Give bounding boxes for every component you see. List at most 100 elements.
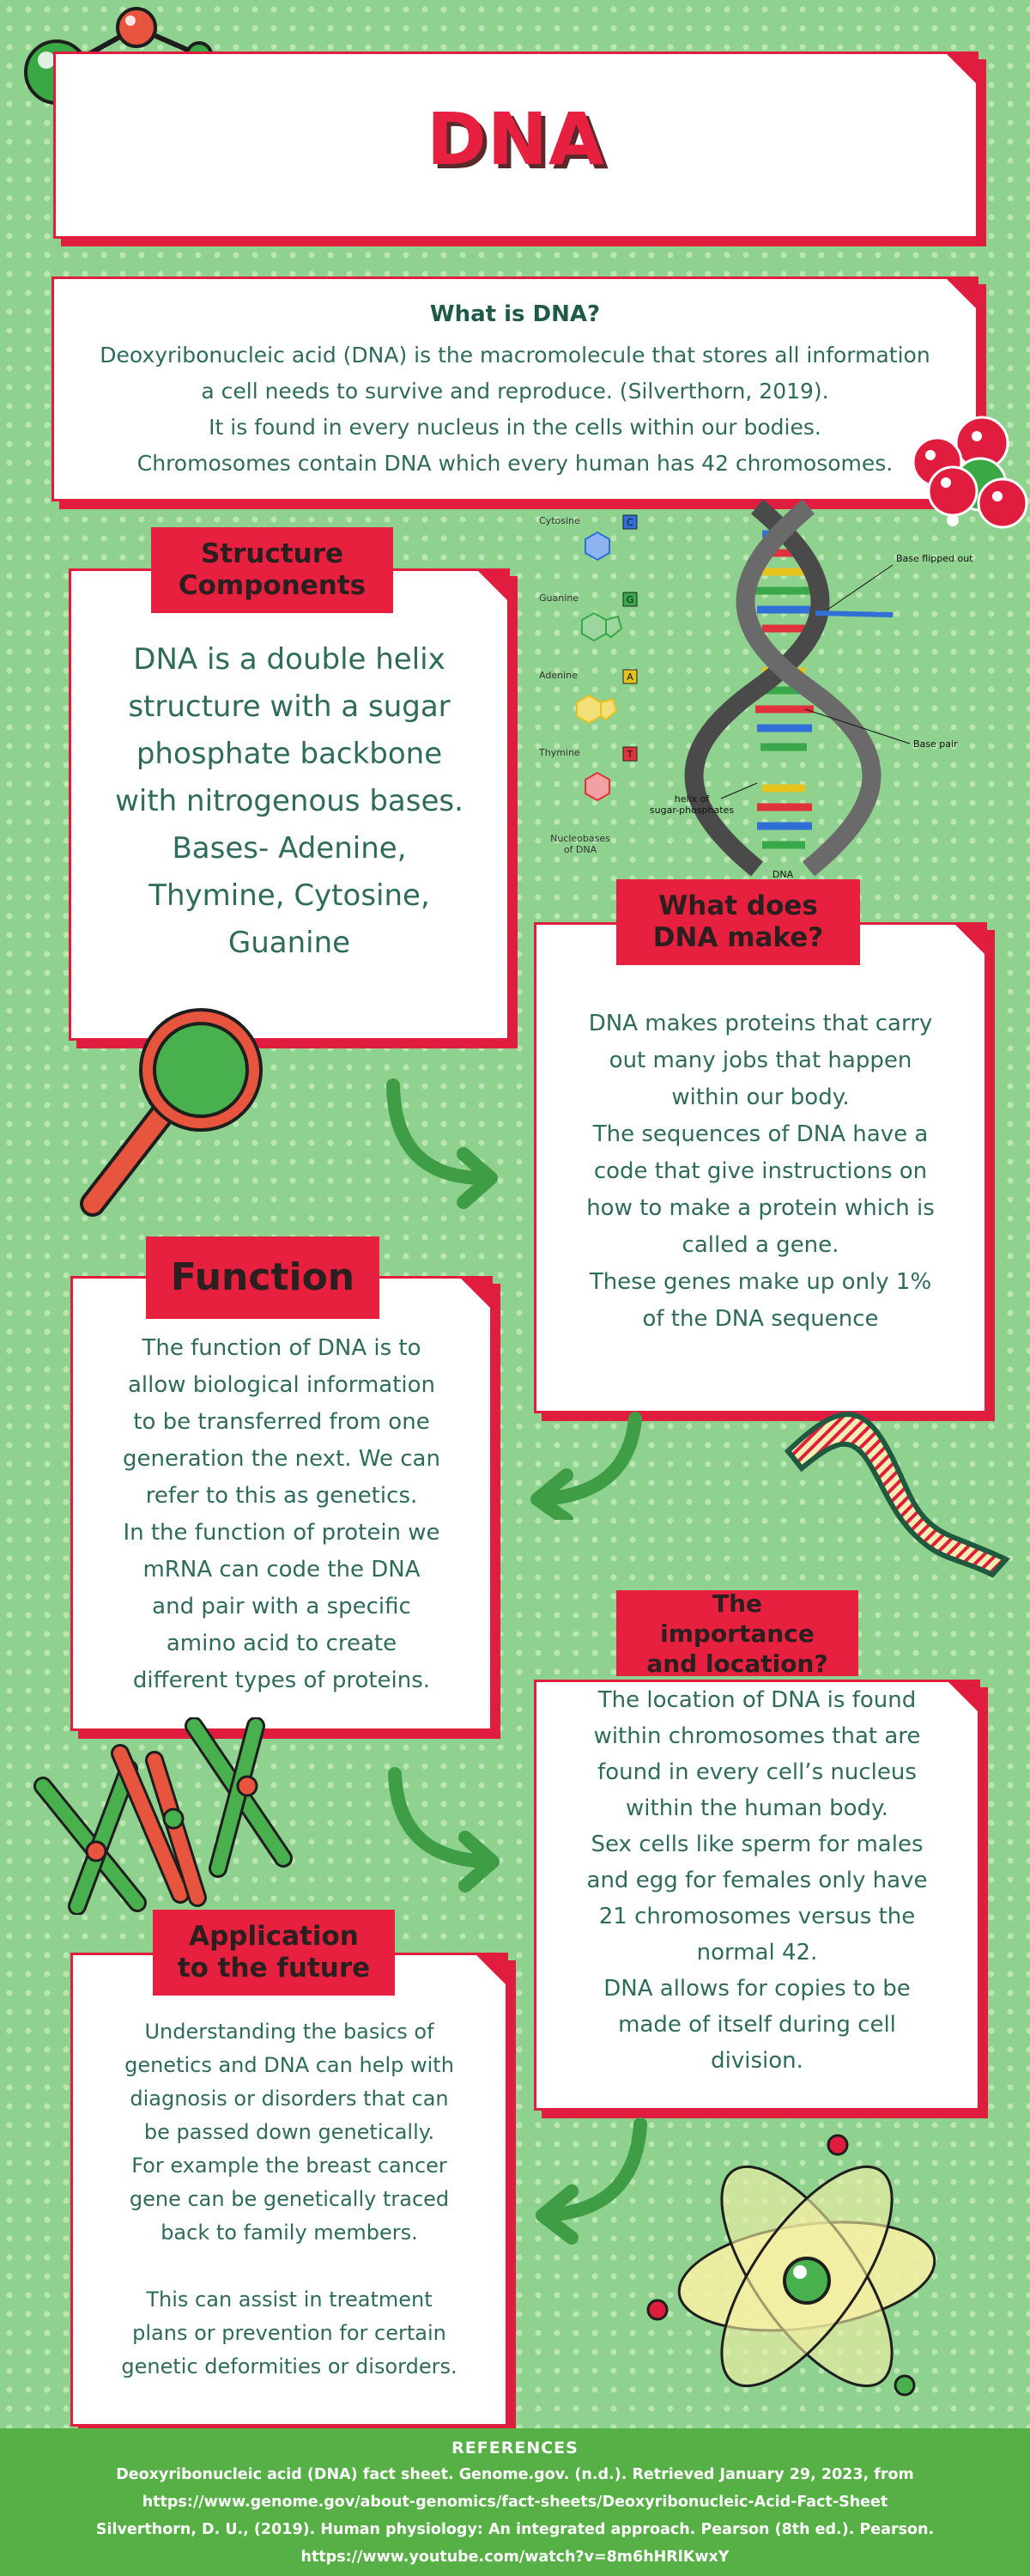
make-line: The sequences of DNA have a [592, 1121, 929, 1147]
function-line: and pair with a specific [152, 1594, 411, 1619]
application-line: genetic deformities or disorders. [121, 2354, 457, 2379]
intro-line: a cell needs to survive and reproduce. (… [201, 379, 829, 404]
application-line: genetics and DNA can help with [124, 2053, 454, 2077]
double-helix [684, 500, 894, 877]
base-label-thymine: Thymine [538, 747, 580, 758]
application-line: be passed down genetically. [143, 2120, 435, 2144]
make-line: These genes make up only 1% [589, 1269, 932, 1295]
base-letter: G [627, 594, 634, 605]
application-tag-line: Application [189, 1920, 359, 1952]
function-line: amino acid to create [166, 1631, 397, 1656]
nucleobases-label: Nucleobases [550, 833, 610, 844]
intro-line: It is found in every nucleus in the cell… [209, 415, 821, 440]
corner-fold [458, 1276, 493, 1310]
structure-line: structure with a sugar [128, 690, 451, 724]
corner-fold [953, 922, 987, 957]
make-line: called a gene. [682, 1232, 839, 1258]
function-line: In the function of protein we [123, 1520, 440, 1546]
intro-text: Deoxyribonucleic acid (DNA) is the macro… [63, 337, 967, 482]
reference-line: Deoxyribonucleic acid (DNA) fact sheet. … [116, 2466, 914, 2483]
make-line: of the DNA sequence [642, 1306, 879, 1332]
base-label-cytosine: Cytosine [539, 515, 580, 526]
corner-fold [944, 276, 978, 311]
base-letter: C [627, 517, 633, 528]
application-tag-line: to the future [177, 1953, 371, 1984]
function-line: allow biological information [127, 1372, 436, 1398]
page-title: DNA [426, 97, 606, 181]
importance-tag-line: importance [660, 1619, 815, 1648]
importance-line: normal 42. [696, 1940, 818, 1965]
helix-label: helix of [675, 793, 711, 805]
corner-fold [476, 568, 510, 603]
function-text: The function of DNA is to allow biologic… [78, 1330, 485, 1699]
base-letter: T [627, 749, 633, 760]
dna-diagram: Cytosine C Guanine G Adenine A Thymine T… [538, 500, 973, 878]
make-line: within our body. [671, 1084, 850, 1110]
arrow-right-icon [386, 1078, 498, 1209]
application-line: Understanding the basics of [144, 2020, 434, 2044]
importance-line: 21 chromosomes versus the [598, 1904, 916, 1929]
importance-line: DNA allows for copies to be [603, 1976, 911, 2002]
importance-line: within the human body. [626, 1795, 888, 1821]
structure-line: Bases- Adenine, [172, 831, 407, 866]
structure-line: with nitrogenous bases. [115, 784, 464, 818]
importance-line: division. [711, 2048, 803, 2074]
intro-heading: What is DNA? [429, 301, 601, 327]
importance-line: found in every cell’s nucleus [597, 1759, 917, 1785]
structure-card: DNA is a double helix structure with a s… [69, 568, 510, 1041]
function-line: mRNA can code the DNA [142, 1557, 421, 1583]
references-heading: REFERENCES [451, 2439, 579, 2458]
importance-tag-line: The [712, 1589, 763, 1618]
application-line: plans or prevention for certain [132, 2321, 446, 2345]
make-card: DNA makes proteins that carry out many j… [534, 922, 987, 1413]
dna-strand-icon [784, 1412, 1010, 1578]
make-line: code that give instructions on [593, 1158, 928, 1184]
structure-line: Guanine [227, 926, 351, 960]
make-tag-line: What does [658, 890, 818, 921]
chromosome-icon [33, 1717, 293, 1915]
helix-label: sugar-phosphates [650, 805, 734, 816]
title-card: DNA [53, 52, 978, 239]
base-label-guanine: Guanine [539, 592, 579, 604]
importance-card: The location of DNA is found within chro… [534, 1680, 980, 2111]
base-pair-label: Base pair [913, 738, 958, 750]
importance-line: The location of DNA is found [597, 1687, 917, 1713]
function-line: The function of DNA is to [142, 1335, 421, 1361]
atom-icon [646, 2134, 936, 2397]
intro-line: Chromosomes contain DNA which every huma… [136, 451, 894, 476]
application-line: back to family members. [161, 2221, 418, 2245]
application-line: For example the breast cancer [131, 2154, 447, 2178]
application-tag: Application to the future [153, 1910, 395, 1996]
corner-fold [946, 1680, 980, 1714]
reference-line: Silverthorn, D. U., (2019). Human physio… [95, 2521, 935, 2538]
application-card: Understanding the basics of genetics and… [70, 1953, 508, 2427]
base-letter: A [627, 671, 633, 683]
function-line: generation the next. We can [123, 1446, 440, 1472]
structure-tag-line: Components [178, 570, 367, 601]
reference-line: https://www.genome.gov/about-genomics/fa… [142, 2494, 888, 2511]
make-tag-line: DNA make? [652, 922, 824, 953]
structure-line: DNA is a double helix [133, 642, 445, 677]
make-line: DNA makes proteins that carry [588, 1011, 933, 1036]
structure-line: phosphate backbone [136, 737, 443, 771]
arrow-left-icon [536, 2117, 647, 2245]
importance-text: The location of DNA is found within chro… [542, 1682, 972, 2079]
function-line: different types of proteins. [132, 1668, 431, 1693]
application-text: Understanding the basics of genetics and… [78, 2015, 500, 2384]
arrow-right-icon [388, 1767, 500, 1893]
corner-fold [474, 1953, 508, 1987]
importance-line: made of itself during cell [618, 2012, 896, 2038]
application-line: gene can be genetically traced [129, 2187, 450, 2211]
arrow-left-icon [530, 1412, 642, 1520]
application-line: diagnosis or disorders that can [130, 2087, 449, 2111]
base-label-adenine: Adenine [539, 670, 578, 681]
structure-tag-line: Structure [200, 538, 344, 569]
function-line: to be transferred from one [133, 1409, 430, 1435]
corner-fold [944, 52, 978, 86]
intro-line: Deoxyribonucleic acid (DNA) is the macro… [100, 343, 930, 368]
make-tag: What does DNA make? [616, 879, 860, 965]
function-line: refer to this as genetics. [145, 1483, 418, 1509]
cell-cluster-icon [912, 416, 1028, 529]
nucleobases-label: of DNA [564, 844, 597, 855]
